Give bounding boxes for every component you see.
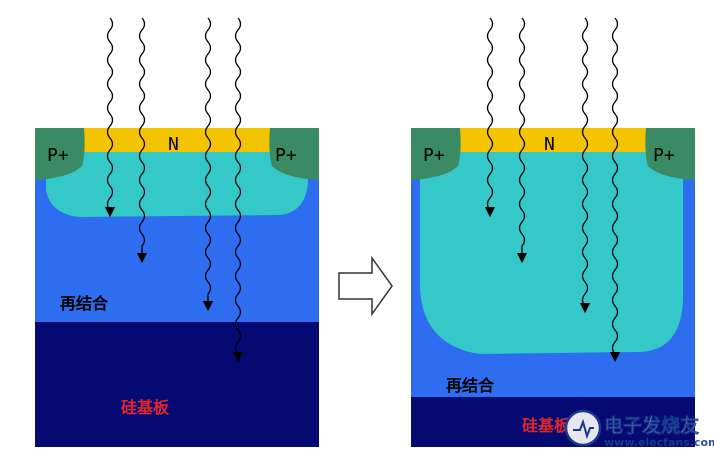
left-light-rays <box>104 17 244 363</box>
left-light-ray-3 <box>202 17 214 312</box>
left-substrate <box>35 322 319 447</box>
right-substrate-label: 硅基板 <box>522 416 571 435</box>
right-depletion-region <box>420 150 683 354</box>
watermark-url: www.elecfans.com <box>604 436 714 449</box>
right-p-left-label: P+ <box>423 145 445 166</box>
left-substrate-label: 硅基板 <box>121 398 170 417</box>
right-recombination-label: 再结合 <box>446 376 495 395</box>
left-light-ray-2 <box>136 17 148 264</box>
right-p-right-label: P+ <box>653 145 675 166</box>
left-recombination-label: 再结合 <box>60 294 109 313</box>
left-depletion-region <box>46 150 308 217</box>
right-device: P+ N P+ 再结合 硅基板 <box>411 17 695 447</box>
left-n-label: N <box>168 134 179 155</box>
circuit-logo-icon <box>564 409 602 447</box>
left-p-left-label: P+ <box>47 145 69 166</box>
right-light-rays <box>484 17 621 363</box>
right-n-label: N <box>544 134 555 155</box>
left-p-right-label: P+ <box>275 145 297 166</box>
left-device: P+ N P+ 再结合 硅基板 <box>35 17 319 447</box>
left-n-layer <box>82 128 272 152</box>
right-light-ray-4 <box>609 17 621 363</box>
right-light-ray-3 <box>579 17 591 314</box>
right-arrow-icon <box>338 255 393 317</box>
right-light-ray-1 <box>484 17 496 218</box>
left-p-region-left <box>35 128 85 180</box>
watermark: 电子发烧友 www.elecfans.com <box>564 409 714 449</box>
left-light-ray-1 <box>104 17 116 218</box>
right-light-ray-2 <box>516 17 528 264</box>
right-substrate <box>411 397 695 447</box>
left-p-region-right <box>269 128 319 180</box>
right-p-region-left <box>411 128 461 180</box>
right-p-region-right <box>645 128 695 180</box>
left-light-ray-4 <box>232 17 244 363</box>
watermark-title: 电子发烧友 <box>604 414 699 437</box>
